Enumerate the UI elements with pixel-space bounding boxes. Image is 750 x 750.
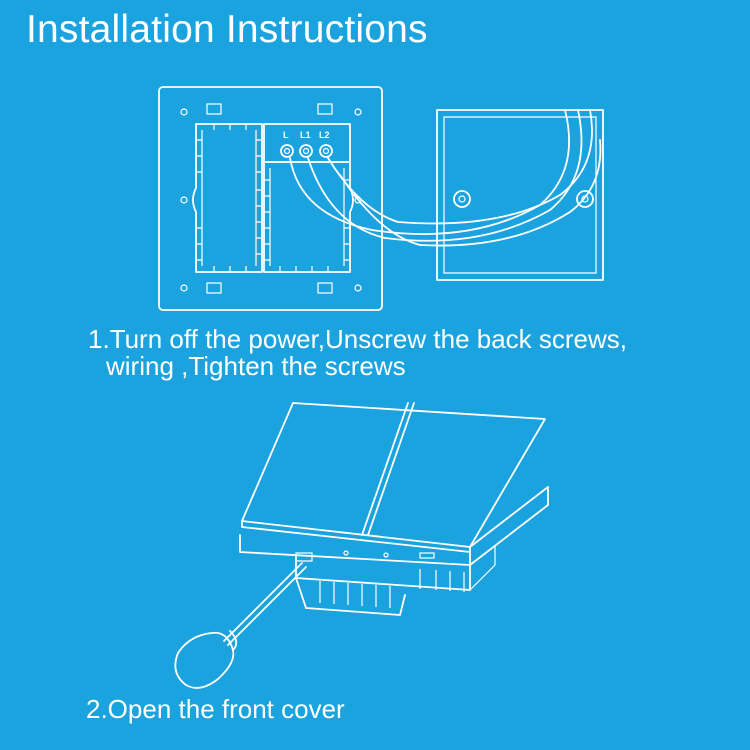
step2-text: 2.Open the front cover (86, 694, 345, 724)
terminal-label-l2: L2 (319, 130, 330, 140)
wires (289, 109, 602, 247)
wiring-diagram: L L1 L2 (158, 86, 604, 311)
front-cover-diagram (174, 402, 549, 689)
switch-front (239, 402, 549, 616)
page-title: Installation Instructions (26, 8, 428, 51)
wall-box (436, 109, 604, 281)
terminal-label-l1: L1 (300, 130, 311, 140)
switch-back-plate: L L1 L2 (158, 86, 383, 311)
step1-line1: 1.Turn off the power,Unscrew the back sc… (88, 324, 628, 354)
screwdriver (174, 562, 307, 689)
terminal-label-l: L (283, 130, 289, 140)
step1-text: 1.Turn off the power,Unscrew the back sc… (88, 326, 627, 380)
step1-line2: wiring ,Tighten the screws (106, 351, 406, 381)
